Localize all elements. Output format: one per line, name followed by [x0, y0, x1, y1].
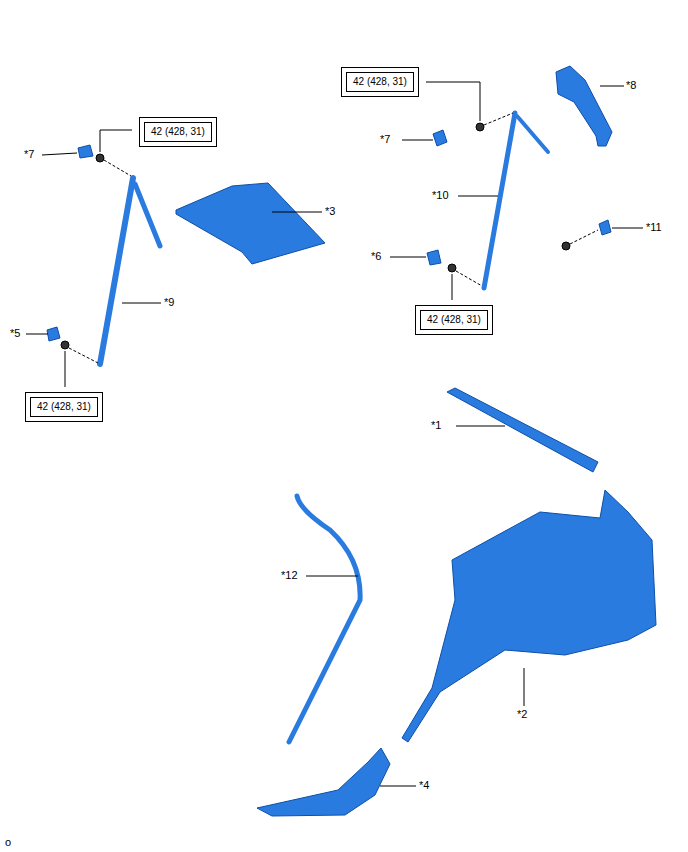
seat-belt	[100, 178, 133, 364]
torque-value: 42 (428, 31)	[427, 314, 481, 326]
leader-line	[65, 351, 66, 387]
assembly-line	[69, 348, 98, 363]
bolt	[448, 264, 456, 272]
callout-number: *8	[626, 79, 636, 92]
seat-belt	[517, 116, 548, 152]
bolt	[96, 154, 104, 162]
trim-part	[556, 66, 612, 146]
leader-line	[612, 228, 643, 229]
bolt	[562, 242, 570, 250]
callout-number: *11	[646, 221, 662, 234]
clip-part	[599, 220, 611, 235]
leader-line	[42, 153, 77, 155]
scuff-plate	[257, 748, 390, 816]
torque-spec-frame: 42 (428, 31)	[420, 310, 488, 330]
assembly-line	[104, 160, 131, 176]
bolt	[61, 341, 69, 349]
callout-number: *6	[371, 250, 381, 263]
torque-value: 42 (428, 31)	[353, 76, 407, 88]
leader-line	[26, 334, 48, 335]
callout-number: *7	[380, 133, 390, 146]
assembly-line	[570, 230, 598, 244]
leader-line	[524, 668, 525, 706]
seat-belt	[135, 184, 160, 246]
callout-number: o	[5, 836, 11, 849]
torque-spec-box: 42 (428, 31)	[415, 305, 493, 335]
assembly-line	[484, 113, 513, 125]
torque-value: 42 (428, 31)	[151, 126, 205, 138]
torque-spec-frame: 42 (428, 31)	[30, 397, 98, 417]
trim-panel	[176, 183, 325, 264]
weatherstrip	[289, 496, 360, 742]
leader-line	[390, 257, 426, 258]
torque-spec-frame: 42 (428, 31)	[144, 122, 212, 142]
callout-number: *5	[10, 327, 20, 340]
leader-line	[458, 196, 498, 197]
torque-spec-box: 42 (428, 31)	[25, 392, 103, 422]
torque-spec-box: 42 (428, 31)	[139, 117, 217, 147]
leader-line	[402, 140, 433, 141]
callout-number: *4	[419, 779, 429, 792]
leader-line	[272, 212, 322, 213]
callout-number: *10	[432, 189, 449, 202]
leader-line	[306, 576, 358, 577]
torque-value: 42 (428, 31)	[37, 401, 91, 413]
cover-part	[78, 145, 93, 158]
cover-part	[427, 250, 441, 265]
callout-number: *12	[281, 569, 298, 582]
cover-part	[433, 130, 447, 146]
cover-part	[47, 327, 60, 341]
leader-line	[100, 130, 132, 152]
leader-line	[456, 426, 505, 427]
torque-spec-box: 42 (428, 31)	[341, 67, 419, 97]
assembly-line	[456, 271, 482, 286]
callout-number: *9	[164, 296, 174, 309]
torque-spec-frame: 42 (428, 31)	[346, 72, 414, 92]
leader-line	[122, 303, 161, 304]
callout-number: *1	[431, 419, 441, 432]
callout-number: *7	[24, 148, 34, 161]
callout-number: *2	[517, 708, 527, 721]
bolt	[476, 123, 484, 131]
leader-line	[380, 786, 416, 787]
callout-number: *3	[325, 205, 335, 218]
leader-line	[426, 82, 480, 121]
quarter-trim	[402, 490, 656, 742]
seat-belt	[484, 113, 515, 288]
leader-line	[452, 274, 453, 300]
leader-line	[600, 86, 624, 87]
scuff-plate	[447, 388, 598, 472]
